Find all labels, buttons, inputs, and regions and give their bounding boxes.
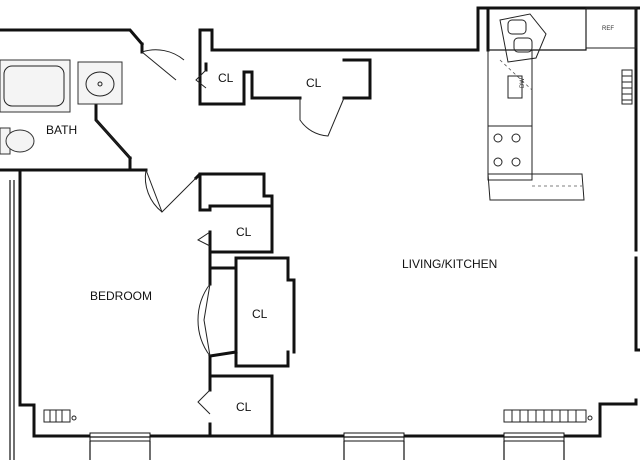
refrigerator — [585, 7, 637, 49]
bath-fixtures — [0, 59, 123, 155]
doors — [95, 49, 345, 415]
room-label-closet: CL — [236, 400, 252, 414]
burner-icon — [511, 157, 521, 167]
burner-icon — [511, 133, 521, 143]
room-label-closet: CL — [252, 307, 268, 321]
exterior-walls — [0, 6, 640, 460]
bedroom-door — [145, 169, 197, 213]
room-label-bath: BATH — [46, 123, 77, 137]
entry-door — [141, 51, 177, 81]
radiator-icon — [43, 409, 77, 423]
kitchen: REF DW — [487, 7, 637, 201]
kitchen-sink — [499, 13, 547, 63]
radiator-icon — [503, 409, 593, 423]
burner-icon — [493, 133, 503, 143]
burner-icon — [493, 157, 503, 167]
bottom-windows — [89, 432, 565, 460]
radiator-icon — [621, 69, 633, 105]
stove — [487, 125, 533, 175]
room-labels: BATH BEDROOM LIVING/KITCHEN CL CL CL CL … — [46, 71, 497, 414]
dishwasher-label: DW — [520, 78, 526, 88]
room-label-living-kitchen: LIVING/KITCHEN — [402, 257, 497, 271]
room-label-closet: CL — [236, 225, 252, 239]
room-label-closet: CL — [218, 71, 234, 85]
room-label-closet: CL — [306, 76, 322, 90]
interior-walls — [18, 28, 372, 438]
sink-icon — [85, 71, 115, 97]
kitchen-counter — [487, 173, 585, 201]
sink-vanity — [77, 61, 123, 105]
dishwasher — [507, 75, 523, 99]
refrigerator-label: REF — [602, 26, 614, 32]
toilet-icon — [5, 129, 35, 153]
room-label-bedroom: BEDROOM — [90, 289, 152, 303]
bathtub — [0, 59, 71, 113]
